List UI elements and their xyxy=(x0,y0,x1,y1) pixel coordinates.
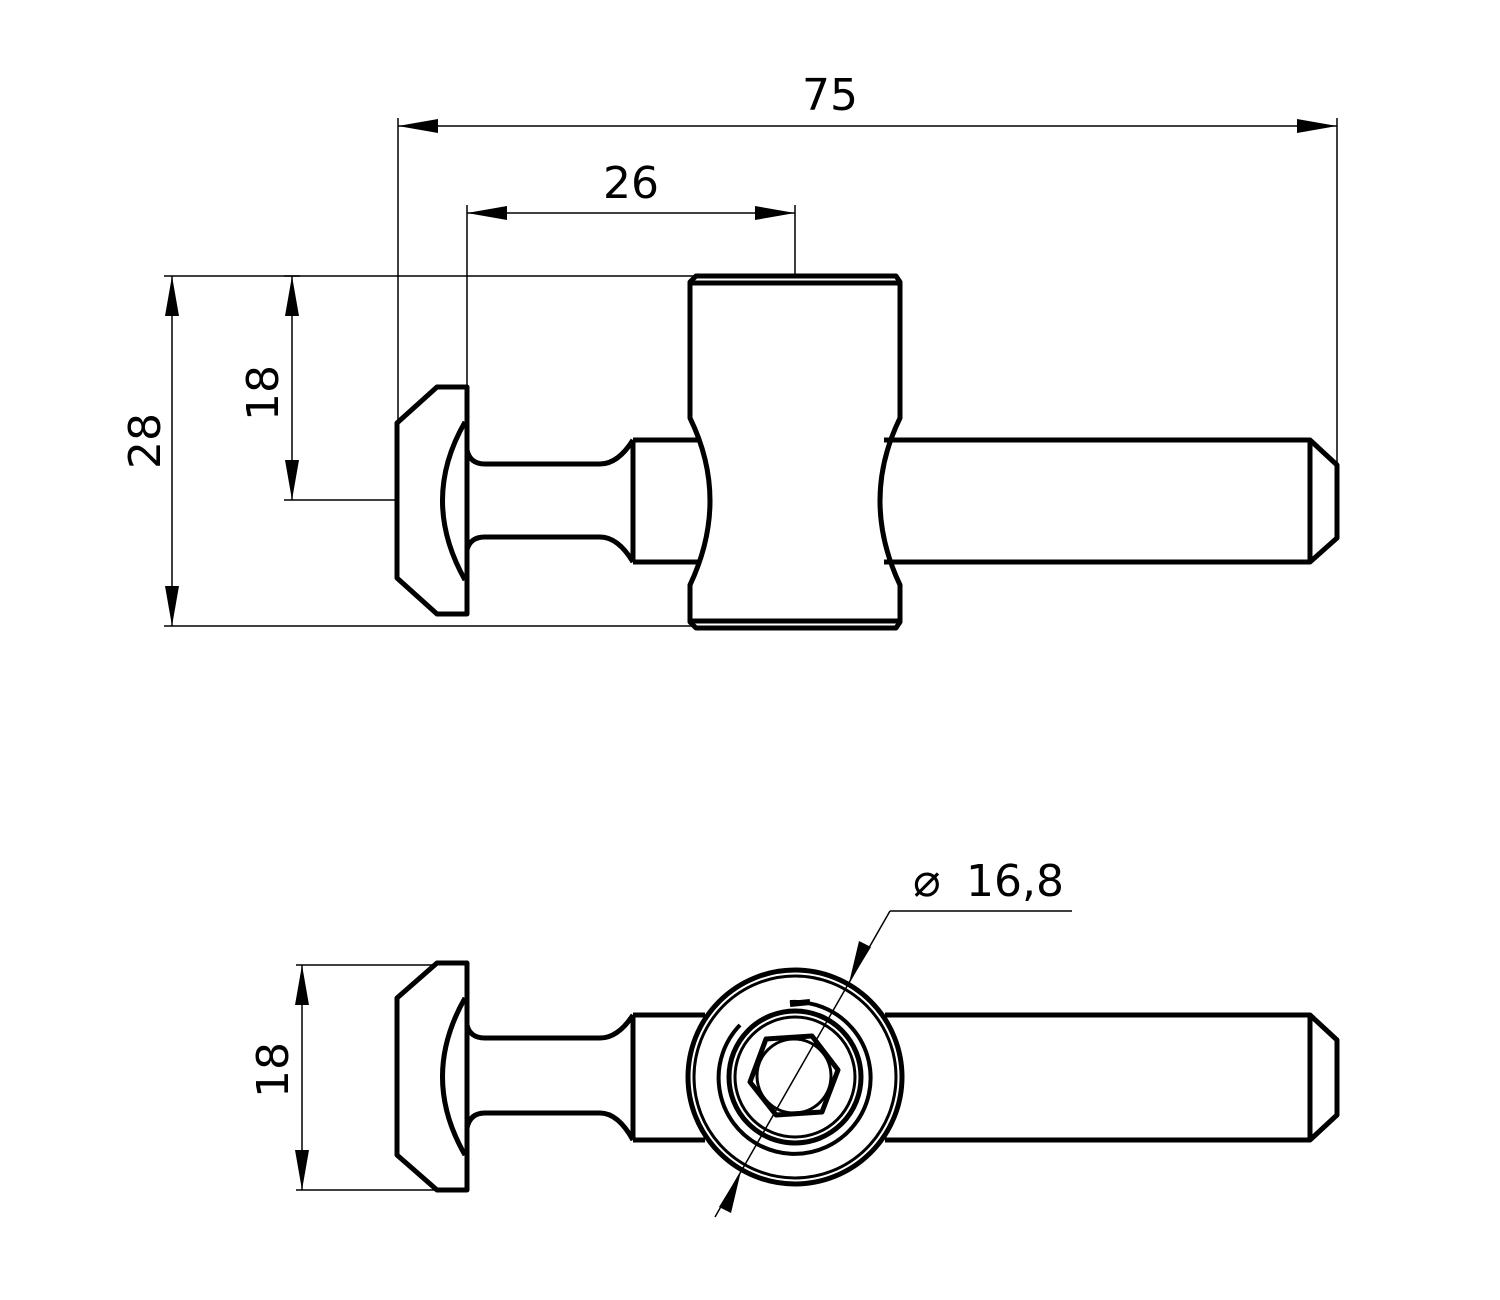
sleeve-block xyxy=(687,273,903,631)
dim-head-height-front: 18 xyxy=(248,1042,299,1098)
top-view: 75 26 28 18 xyxy=(120,70,1340,631)
dimension-28: 28 xyxy=(120,275,696,627)
sleeve-rings xyxy=(685,967,905,1187)
dimension-18-front: 18 xyxy=(248,964,437,1191)
dim-block-height: 28 xyxy=(120,413,171,469)
dim-head-to-block: 26 xyxy=(603,158,659,209)
diameter-symbol: ⌀ xyxy=(913,853,941,907)
dim-overall-length: 75 xyxy=(802,70,858,121)
t-head-front xyxy=(394,960,470,1193)
dimension-26: 26 xyxy=(466,158,796,387)
neck-front xyxy=(464,1013,636,1142)
shaft xyxy=(884,437,1340,565)
t-head xyxy=(394,384,470,617)
dimension-18-top: 18 xyxy=(238,275,397,501)
dimension-75: 75 xyxy=(397,70,1338,465)
dim-diameter: 16,8 xyxy=(966,856,1064,907)
front-view: ⌀ 16,8 18 xyxy=(248,853,1340,1218)
neck xyxy=(464,437,700,565)
dim-head-height: 18 xyxy=(238,365,289,421)
shaft-front xyxy=(633,1012,1340,1143)
dimension-diameter: ⌀ 16,8 xyxy=(714,853,1072,1218)
hex-socket-icon xyxy=(747,1033,841,1118)
